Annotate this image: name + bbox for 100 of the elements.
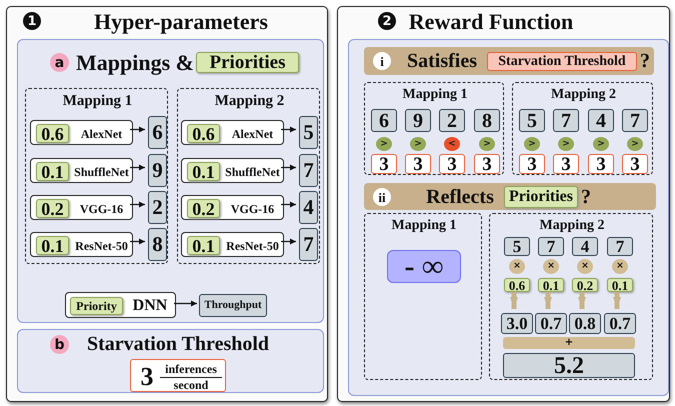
dnn-box	[30, 120, 133, 145]
priority-tag: Priorities	[196, 52, 299, 73]
throughput-box: 2	[439, 109, 465, 132]
step-number: 2	[378, 12, 396, 30]
dnn-name: ResNet-50	[225, 238, 280, 254]
multiply-badge: ×	[509, 259, 525, 274]
comparison-badge: >	[627, 137, 643, 151]
dnn-name: ShuffleNet	[224, 164, 281, 180]
priority-tag: 0.1	[187, 236, 220, 255]
threshold-box: 3	[405, 154, 431, 174]
throughput-box: 4	[299, 191, 318, 224]
threshold-box: 3	[519, 154, 545, 174]
throughput-box: 7	[299, 154, 318, 187]
throughput-box: 0.8	[569, 313, 601, 334]
comparison-badge: <	[444, 137, 460, 151]
question-mark: ?	[639, 49, 651, 74]
throughput-box: 9	[405, 109, 431, 132]
arrow	[613, 292, 621, 309]
arrow	[544, 292, 552, 309]
threshold-box: 3	[474, 154, 500, 174]
throughput-box: 0.7	[535, 313, 567, 334]
priority-tag: 0.6	[36, 124, 69, 143]
unit-denominator: second	[160, 377, 222, 392]
section-letter: b	[50, 335, 69, 354]
section-heading: Mappings &	[78, 49, 192, 77]
dnn-box	[65, 292, 176, 318]
section-heading: Starvation Threshold	[86, 332, 270, 357]
dnn-box	[181, 158, 284, 183]
multiply-badge: ×	[543, 259, 559, 274]
priority-tag: 0.1	[187, 162, 220, 181]
threshold-box: 3	[622, 154, 648, 174]
dnn-box	[181, 120, 284, 145]
multiply-badge: ×	[612, 259, 628, 274]
priority-tag: Priority	[70, 297, 123, 315]
mapping-group	[364, 213, 482, 380]
arrow	[281, 164, 296, 170]
mapping-group	[177, 88, 320, 264]
throughput-box: 3.0	[501, 313, 533, 334]
dnn-box	[30, 232, 133, 257]
mapping-group	[489, 213, 653, 380]
arrow	[174, 300, 197, 306]
dnn-name: ResNet-50	[74, 238, 129, 254]
total-box: 5.2	[503, 353, 635, 378]
sum-bar: +	[503, 337, 635, 349]
panel-title: Hyper-parameters	[93, 8, 269, 36]
priority-tag: 0.6	[187, 124, 220, 143]
question-banner	[364, 47, 654, 75]
throughput-box: 7	[299, 228, 318, 261]
arrow	[281, 126, 296, 132]
panel-card	[6, 6, 328, 402]
priority-tag: 0.1	[36, 236, 69, 255]
mapping-group	[25, 88, 168, 264]
comparison-badge: >	[593, 137, 609, 151]
threshold-value: 3	[140, 363, 154, 390]
priority-tag: 0.1	[607, 278, 633, 292]
comparison-badge: >	[410, 137, 426, 151]
result-box: - ∞	[387, 250, 461, 283]
mapping-group	[512, 82, 653, 175]
arrow	[281, 202, 296, 208]
priority-tag: 0.1	[538, 278, 564, 292]
arrow	[510, 292, 518, 309]
priority-tag: 0.2	[36, 199, 69, 218]
throughput-box: 6	[148, 116, 167, 149]
throughput-box: 5	[519, 109, 545, 132]
comparison-badge: >	[524, 137, 540, 151]
throughput-box: 0.7	[604, 313, 636, 334]
group-title: Mapping 1	[62, 92, 134, 110]
dnn-box	[30, 195, 133, 220]
arrow	[130, 126, 145, 132]
throughput-box: Throughput	[199, 294, 267, 317]
priority-tag: Priorities	[504, 186, 578, 208]
throughput-box: 7	[622, 109, 648, 132]
dnn-label: DNN	[132, 296, 168, 316]
question-mark: ?	[580, 185, 592, 210]
banner-text: Satisfies	[406, 49, 478, 74]
throughput-box: 6	[371, 109, 397, 132]
arrow	[130, 202, 145, 208]
unit-numerator: inferences	[164, 362, 218, 376]
threshold-box: 3	[439, 154, 465, 174]
group-title: Mapping 1	[390, 217, 458, 235]
priority-tag: 0.6	[504, 278, 530, 292]
panel-title: Reward Function	[408, 8, 574, 36]
dnn-name: AlexNet	[80, 126, 124, 142]
arrow	[130, 238, 145, 244]
step-number: 1	[23, 12, 41, 30]
group-title: Mapping 2	[214, 92, 286, 110]
threshold-box: 3	[553, 154, 579, 174]
throughput-box: 5	[299, 116, 318, 149]
comparison-badge: >	[558, 137, 574, 151]
dnn-name: VGG-16	[230, 200, 276, 218]
threshold-box: 3	[588, 154, 614, 174]
dnn-name: ShuffleNet	[73, 164, 130, 180]
throughput-box: 4	[572, 237, 598, 256]
dnn-box	[30, 158, 133, 183]
threshold-tag: Starvation Threshold	[487, 52, 637, 71]
throughput-box: 5	[504, 237, 530, 256]
priority-tag: 0.2	[187, 199, 220, 218]
throughput-box: 8	[474, 109, 500, 132]
step-numeral: ii	[373, 188, 391, 206]
priority-tag: 0.2	[572, 278, 598, 292]
